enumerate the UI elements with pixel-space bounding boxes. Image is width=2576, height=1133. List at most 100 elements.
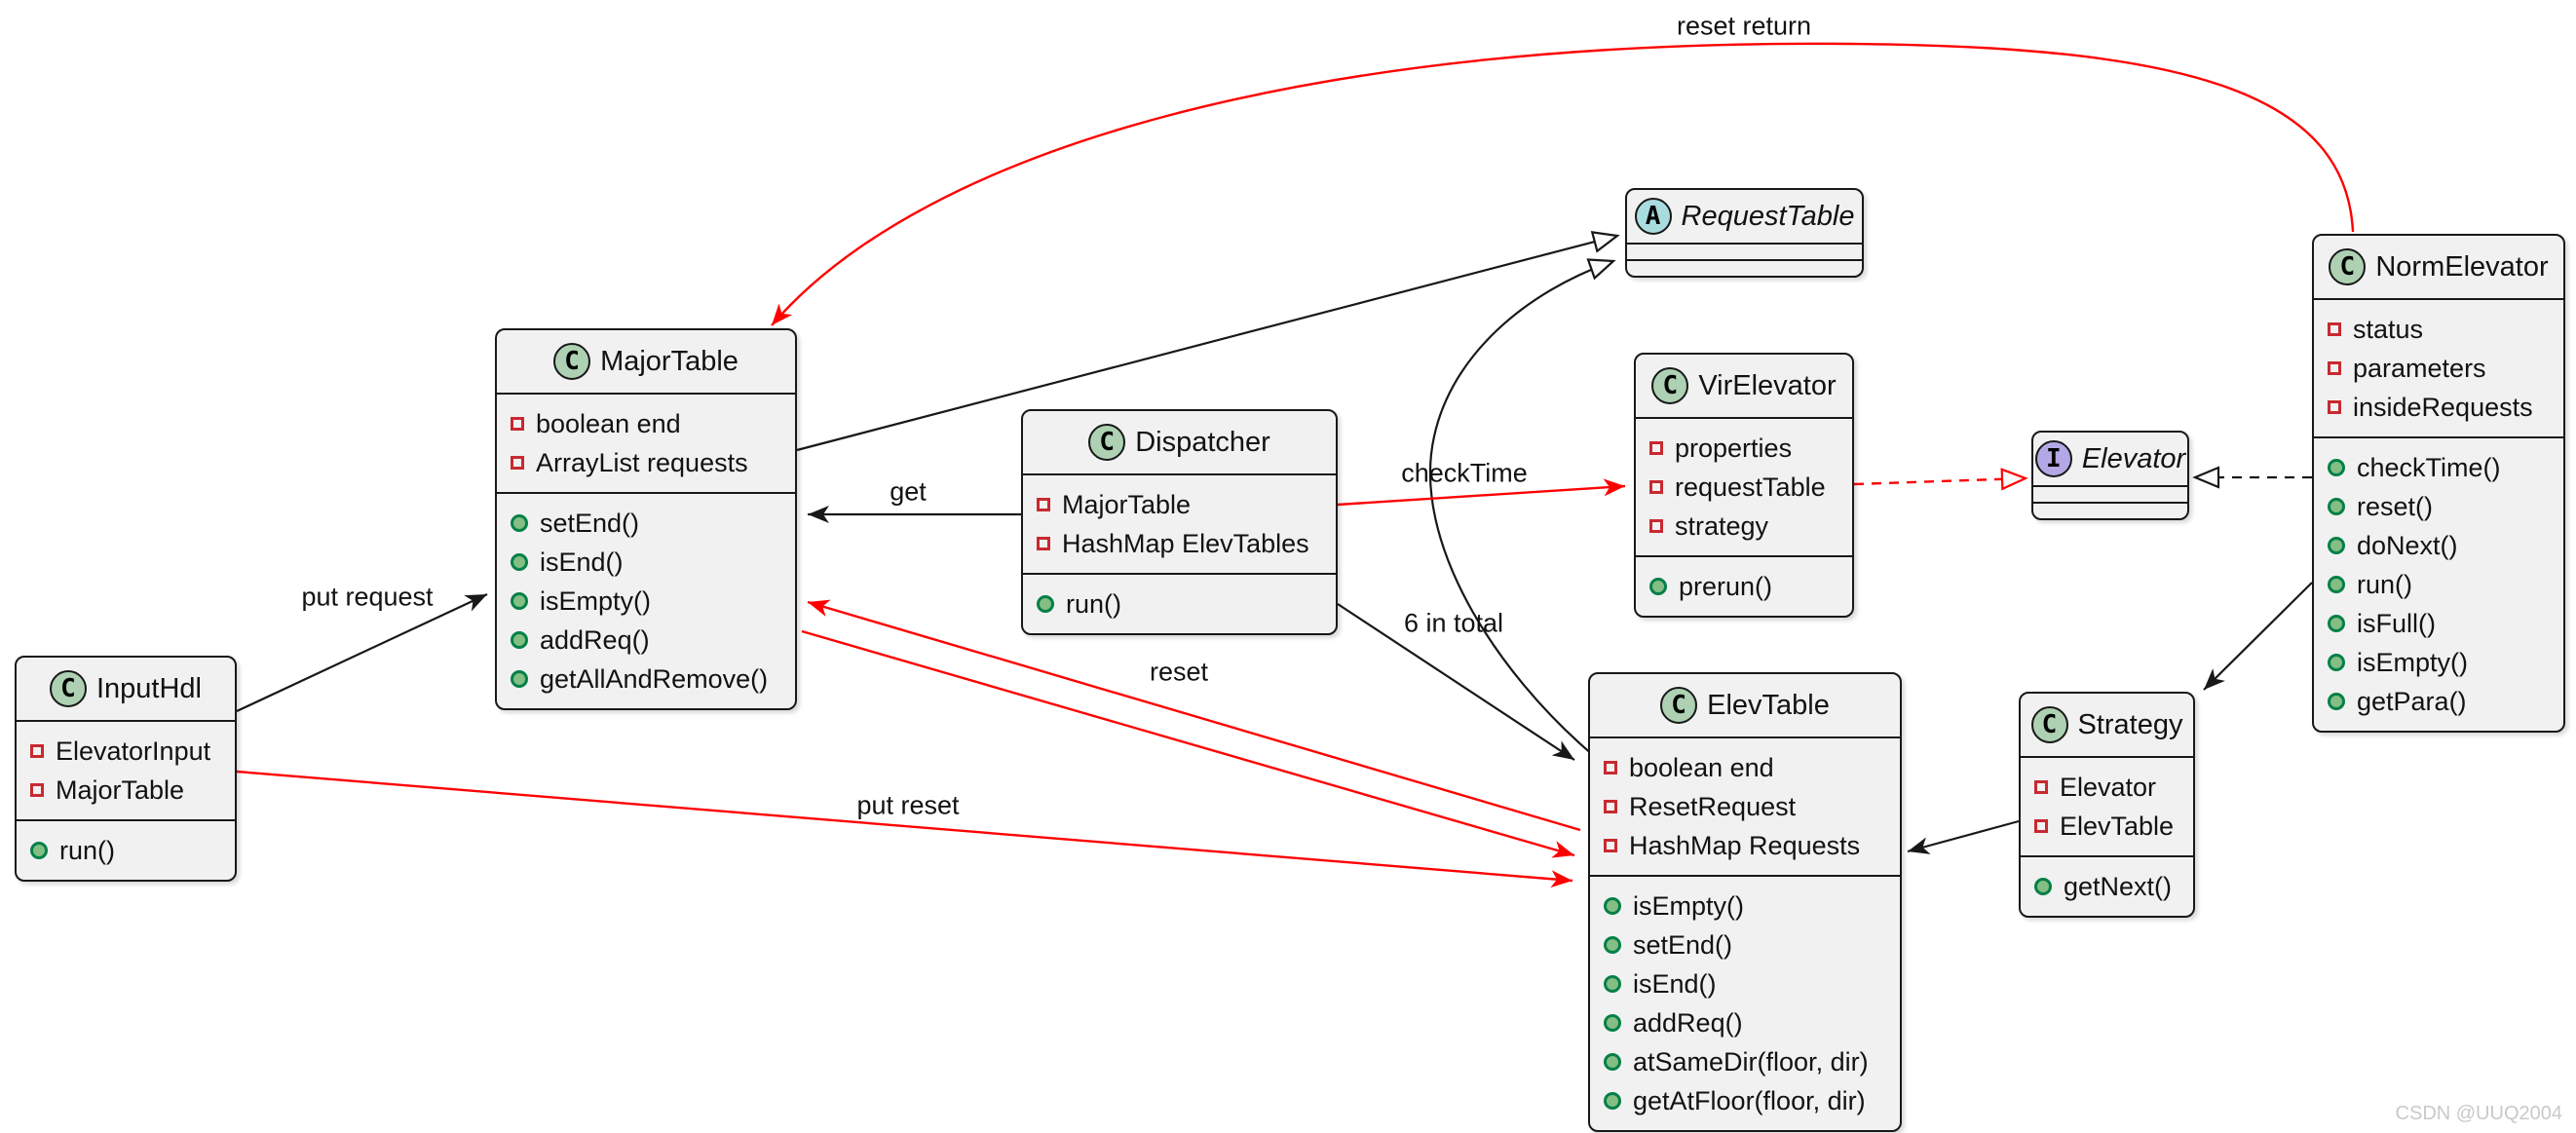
field-icon	[2328, 322, 2341, 336]
field-row: boolean end	[511, 404, 781, 443]
method-row: doNext()	[2328, 526, 2550, 565]
edge-extends-elevtable-requesttable	[1428, 258, 1616, 756]
stereotype-icon: C	[49, 670, 87, 707]
class-name: Elevator	[2081, 442, 2186, 474]
fields-section	[2033, 485, 2187, 502]
method-icon	[30, 842, 48, 859]
class-elevator: I Elevator	[2031, 431, 2189, 520]
method-icon	[2328, 498, 2345, 515]
field-row: insideRequests	[2328, 388, 2550, 427]
class-name: NormElevator	[2375, 250, 2549, 283]
field-icon	[511, 456, 524, 470]
fields-section	[1627, 243, 1862, 259]
field-icon	[511, 417, 524, 431]
edge-label-put-reset: put reset	[856, 790, 960, 820]
method-row: isEmpty()	[511, 582, 781, 621]
method-row: addReq()	[1604, 1003, 1886, 1042]
method-row: reset()	[2328, 487, 2550, 526]
field-icon	[2034, 819, 2048, 833]
stereotype-icon: C	[1651, 367, 1689, 404]
edge-checktime	[1337, 478, 1626, 507]
method-row: isEmpty()	[2328, 643, 2550, 682]
method-row: isEnd()	[511, 543, 781, 582]
field-icon	[1037, 537, 1050, 550]
method-row: run()	[1037, 585, 1322, 623]
methods-section: run()	[1023, 573, 1336, 633]
class-header: A RequestTable	[1627, 190, 1862, 243]
stereotype-icon: C	[1088, 424, 1126, 461]
method-icon	[511, 514, 528, 532]
stereotype-icon: C	[1660, 687, 1698, 724]
method-row: getAllAndRemove()	[511, 660, 781, 699]
method-icon	[511, 631, 528, 649]
field-icon	[30, 744, 44, 758]
method-icon	[2328, 576, 2345, 593]
method-icon	[511, 670, 528, 688]
methods-section	[2033, 502, 2187, 518]
method-row: isEmpty()	[1604, 887, 1886, 925]
methods-section: run()	[17, 819, 235, 880]
edge-extends-majortable-requesttable	[796, 231, 1620, 452]
edge-put-reset	[236, 770, 1573, 888]
method-row: checkTime()	[2328, 448, 2550, 487]
field-row: status	[2328, 310, 2550, 349]
method-row: getPara()	[2328, 682, 2550, 721]
edge-reset-elevtable-majortable	[807, 599, 1581, 832]
method-row: addReq()	[511, 621, 781, 660]
method-row: prerun()	[1649, 567, 1838, 606]
class-header: C VirElevator	[1636, 355, 1852, 417]
field-row: ElevatorInput	[30, 732, 221, 771]
method-row: run()	[2328, 565, 2550, 604]
methods-section: isEmpty()setEnd()isEnd()addReq()atSameDi…	[1590, 875, 1900, 1130]
edge-strategy-elevtable	[1907, 819, 2020, 854]
class-header: C ElevTable	[1590, 674, 1900, 736]
edge-label-put-request: put request	[301, 582, 434, 612]
field-icon	[1604, 839, 1617, 852]
method-row: getAtFloor(floor, dir)	[1604, 1081, 1886, 1120]
field-icon	[1649, 441, 1663, 455]
class-name: MajorTable	[600, 345, 739, 377]
field-icon	[1649, 519, 1663, 533]
method-icon	[2328, 537, 2345, 554]
method-icon	[2328, 693, 2345, 710]
edge-label-reset-return: reset return	[1676, 11, 1812, 41]
field-icon	[2328, 361, 2341, 375]
field-row: MajorTable	[30, 771, 221, 810]
class-header: C MajorTable	[497, 330, 795, 393]
field-row: ResetRequest	[1604, 787, 1886, 826]
field-icon	[2034, 780, 2048, 794]
edge-put-request	[236, 593, 488, 712]
methods-section: prerun()	[1636, 555, 1852, 616]
field-row: Elevator	[2034, 768, 2179, 807]
method-icon	[1604, 975, 1621, 993]
field-icon	[1037, 498, 1050, 511]
edge-reset-majortable-elevtable	[801, 629, 1575, 858]
class-header: C Dispatcher	[1023, 411, 1336, 473]
field-row: properties	[1649, 429, 1838, 468]
method-row: atSameDir(floor, dir)	[1604, 1042, 1886, 1081]
edge-label-six-in-total: 6 in total	[1403, 608, 1504, 638]
field-row: ElevTable	[2034, 807, 2179, 846]
edge-normelevator-strategy	[2203, 582, 2313, 691]
method-icon	[2328, 654, 2345, 671]
edge-label-reset: reset	[1149, 657, 1209, 687]
field-row: parameters	[2328, 349, 2550, 388]
stereotype-icon: I	[2034, 440, 2072, 477]
method-icon	[1604, 936, 1621, 954]
watermark: CSDN @UUQ2004	[2395, 1103, 2562, 1124]
edge-label-checktime: checkTime	[1401, 458, 1528, 488]
method-icon	[2328, 459, 2345, 476]
